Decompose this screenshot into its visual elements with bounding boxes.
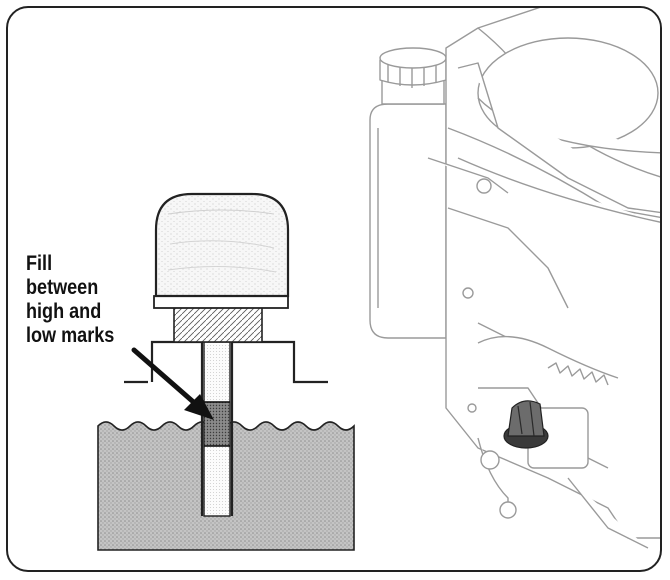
- engine-icon: [369, 8, 660, 549]
- dipstick-icon: [97, 192, 355, 551]
- dipstick-diagram: [97, 8, 660, 551]
- illustration-frame: Fill between high and low marks: [6, 6, 662, 572]
- fill-level-callout: Fill between high and low marks: [26, 252, 114, 348]
- arrow-icon: [131, 347, 214, 420]
- callout-line: high and: [26, 300, 102, 323]
- oil-cap-icon: [503, 400, 549, 449]
- callout-line: low marks: [26, 324, 115, 347]
- callout-line: between: [26, 276, 99, 299]
- fill-marks-band: [203, 401, 231, 447]
- callout-line: Fill: [26, 252, 53, 275]
